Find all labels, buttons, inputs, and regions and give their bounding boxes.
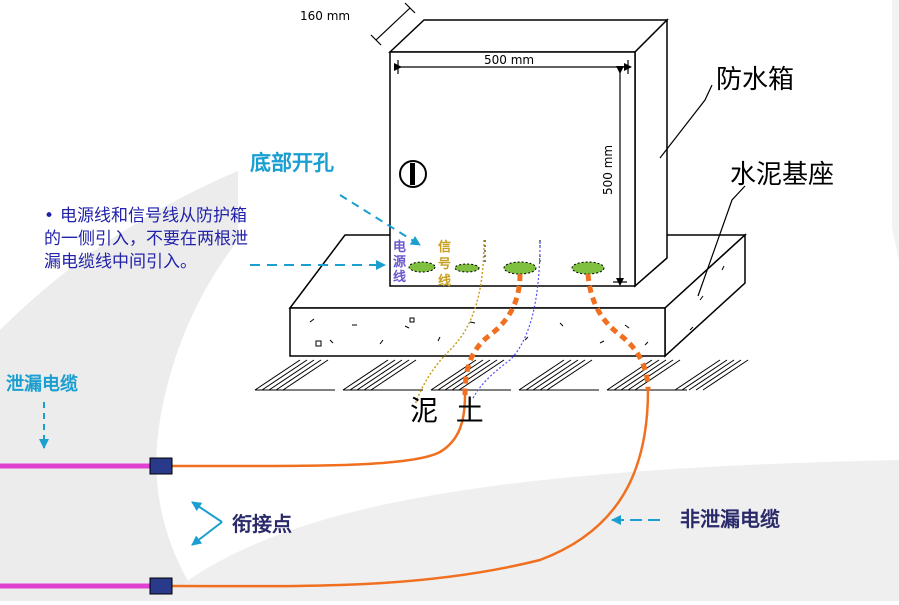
cable-connectors: [149, 457, 173, 595]
leader-lines: [659, 84, 746, 297]
power-line-char: 电: [393, 239, 406, 255]
joint-label: 衔接点: [232, 512, 292, 536]
soil-label: 泥 土: [410, 394, 484, 427]
power-line-char: 线: [393, 269, 406, 285]
leaky-cable-label: 泄漏电缆: [6, 373, 78, 395]
signal-line-char: 线: [438, 273, 451, 289]
bottom-holes: [408, 261, 605, 275]
connector-top: [149, 457, 173, 475]
annotation-arrows: [39, 194, 660, 546]
waterproof-box: [388, 18, 669, 288]
hole-cable-left: [503, 261, 537, 275]
bullet-icon: •: [44, 206, 55, 226]
signal-line-char: 号: [438, 257, 451, 272]
hole-cable-right: [571, 261, 605, 275]
power-line: [471, 241, 541, 401]
hole-signal: [454, 263, 480, 273]
dimension-lines: [370, 2, 632, 286]
ground-hatching: [254, 359, 749, 391]
non-leaky-cables: [171, 273, 651, 588]
power-line-char: 源: [393, 254, 406, 270]
power-line-label: 电 源 线: [393, 239, 406, 285]
non-leaky-cable-label: 非泄漏电缆: [680, 507, 780, 531]
installation-note: •电源线和信号线从防护箱的一侧引入，不要在两根泄漏电缆线中间引入。: [44, 205, 254, 274]
base-label: 水泥基座: [730, 160, 834, 190]
bottom-hole-label: 底部开孔: [250, 151, 334, 175]
installation-note-text: 电源线和信号线从防护箱的一侧引入，不要在两根泄漏电缆线中间引入。: [44, 206, 248, 272]
height-dim-label: 500 mm: [601, 145, 615, 195]
connector-bottom: [149, 577, 173, 595]
box-label: 防水箱: [716, 65, 794, 95]
signal-line-char: 信: [438, 239, 451, 255]
depth-dim-label: 160 mm: [300, 9, 350, 23]
width-dim-label: 500 mm: [484, 53, 534, 67]
signal-line: [414, 239, 485, 406]
lock-icon: [399, 160, 427, 188]
leaky-cables: [0, 463, 150, 589]
hole-power: [408, 261, 436, 273]
signal-line-label: 信 号 线: [438, 239, 451, 289]
